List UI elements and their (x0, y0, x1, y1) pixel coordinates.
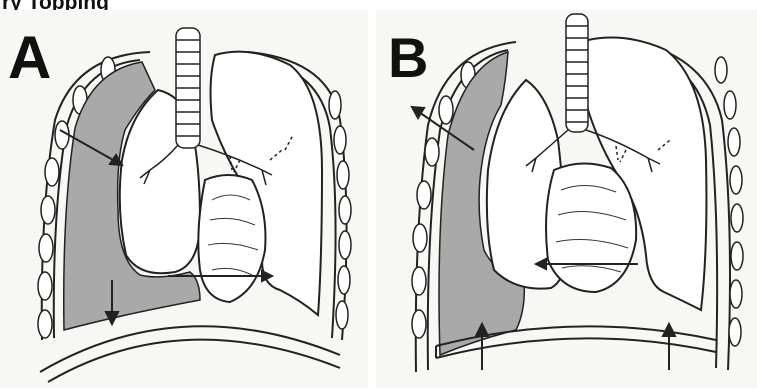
heart (198, 175, 265, 302)
panel-a-diagram (0, 10, 368, 388)
heart (546, 163, 636, 292)
diaphragm-elevation-arrow-right (663, 324, 675, 370)
panel-a: A (0, 10, 368, 388)
panel-label-b: B (388, 30, 428, 86)
diaphragm (40, 326, 340, 382)
trachea (176, 28, 200, 148)
panel-b-diagram (376, 10, 757, 388)
panel-label-a: A (8, 28, 51, 88)
ribs-right (329, 91, 351, 329)
trachea (566, 14, 588, 132)
panel-b: B (376, 10, 757, 388)
